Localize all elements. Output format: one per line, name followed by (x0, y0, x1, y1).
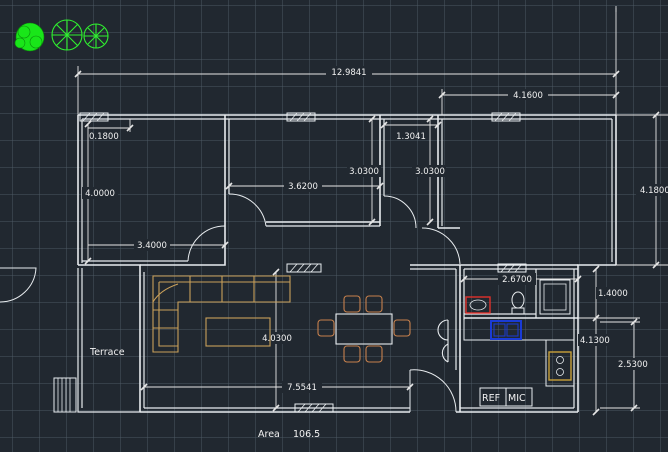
coffee-table (205, 317, 271, 347)
dimension-living-width: 7.5541 (287, 383, 317, 393)
dimension-overall-width: 12.9841 (331, 68, 366, 78)
dimension-bedroom-height-b: 3.0300 (415, 167, 445, 177)
bar-stools (437, 319, 449, 363)
door-swing-icon (421, 227, 461, 265)
door-swing-icon (0, 267, 37, 303)
toilet-icon (511, 291, 525, 315)
toilet-icon (465, 296, 491, 314)
door-swing-icon (228, 193, 267, 227)
dining-table-icon (317, 295, 411, 363)
kitchen-sink-icon (490, 320, 522, 340)
plant-icon (51, 19, 83, 51)
dimension-left-room-height: 4.0000 (85, 189, 115, 199)
plant-icon (83, 23, 109, 49)
area-label: Area (258, 429, 280, 440)
door-swing-icon (187, 225, 226, 262)
window-icon (79, 112, 109, 122)
window-icon (286, 263, 322, 273)
dimension-bath-height: 1.4000 (598, 289, 628, 299)
stove-icon (548, 351, 572, 381)
dimension-small-offset: 0.1800 (89, 132, 119, 142)
window-icon (294, 403, 334, 413)
window-icon (491, 112, 521, 122)
area-value: 106.5 (293, 429, 320, 440)
terrace-steps (53, 377, 77, 413)
sofa-icon (152, 275, 291, 353)
dimension-kitchen-width: 2.6700 (502, 275, 532, 285)
dimension-right-room-height: 4.1800 (640, 186, 668, 196)
plant-icon (14, 22, 45, 52)
dimension-living-height: 4.0300 (262, 334, 292, 344)
appliance-ref-label: REF (482, 393, 500, 404)
dimension-bedroom-width: 3.6200 (288, 182, 318, 192)
window-icon (286, 112, 316, 122)
dimension-kitchen-sub-height: 2.5300 (618, 360, 648, 370)
shower-icon (539, 279, 571, 315)
room-label-terrace: Terrace (89, 347, 125, 358)
dimension-bedroom-height-a: 3.0300 (349, 167, 379, 177)
dimension-closet-width: 1.3041 (396, 132, 426, 142)
door-swing-icon (409, 369, 457, 413)
appliance-mic-label: MIC (508, 393, 526, 404)
dimension-kitchen-height: 4.1300 (580, 336, 610, 346)
dimension-right-top-width: 4.1600 (513, 91, 543, 101)
door-swing-icon (383, 195, 417, 229)
dimension-left-room-width: 3.4000 (137, 241, 167, 251)
window-icon (497, 263, 527, 273)
